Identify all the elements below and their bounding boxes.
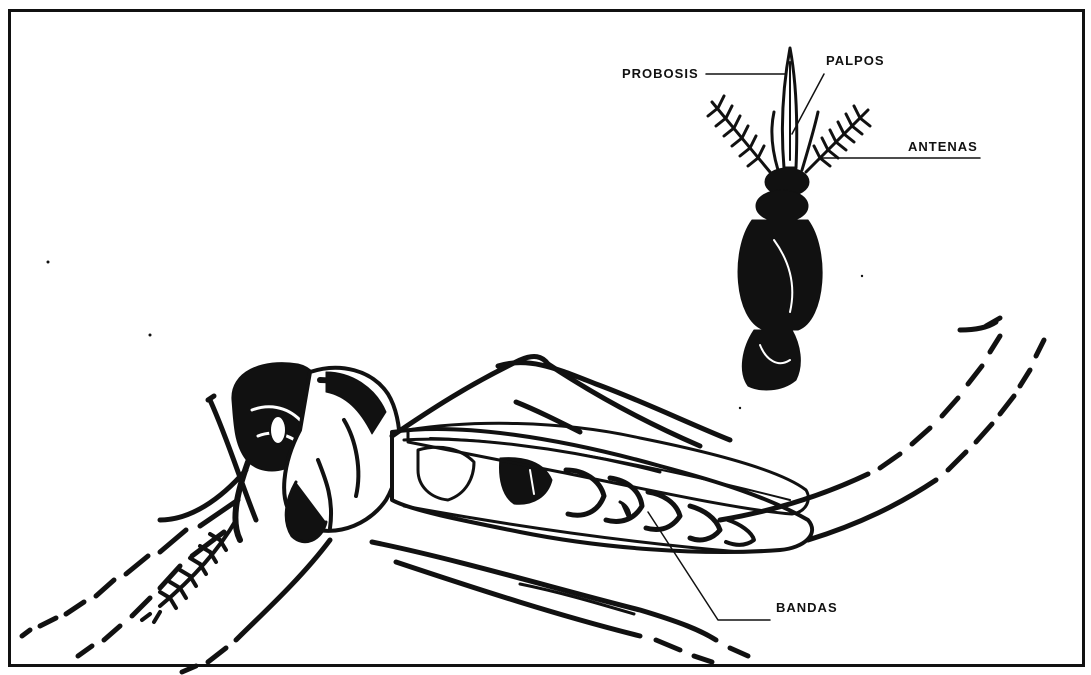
label-antenas: ANTENAS <box>908 139 978 154</box>
side-view-mosquito <box>22 318 1044 672</box>
label-probosis: PROBOSIS <box>622 66 699 81</box>
label-bandas: BANDAS <box>776 600 838 615</box>
top-palp-left <box>772 112 778 170</box>
top-antenna-left <box>708 96 770 172</box>
top-view-mosquito <box>708 48 870 390</box>
label-palpos: PALPOS <box>826 53 885 68</box>
top-prothorax <box>756 190 808 222</box>
top-thorax <box>738 220 822 330</box>
